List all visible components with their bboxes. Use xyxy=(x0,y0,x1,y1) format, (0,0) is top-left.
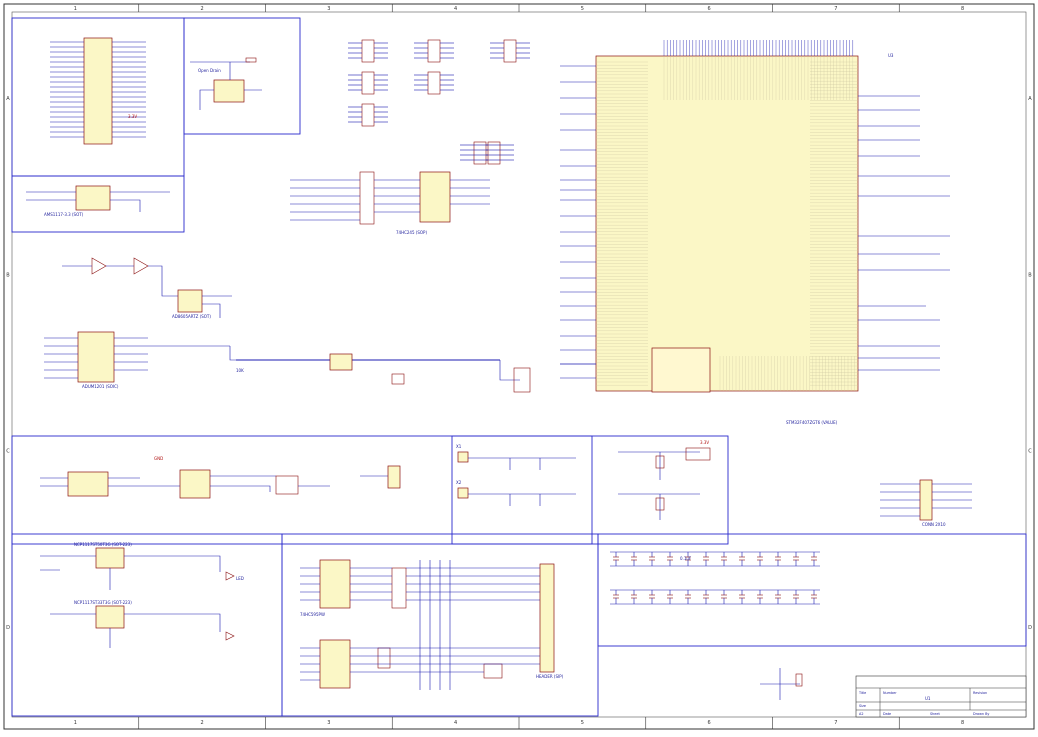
zone-bottom-5: 5 xyxy=(581,720,584,726)
zone-right-C: C xyxy=(1028,449,1032,455)
top-left-ic xyxy=(50,37,146,145)
zone-top-4: 4 xyxy=(454,6,457,12)
section-boxes xyxy=(11,17,1027,717)
mcu-designator: U3 xyxy=(888,53,894,58)
zone-top-7: 7 xyxy=(834,6,837,12)
ldo-section: NCP1117ST50T3G (SOT-223) NCP1117ST33T3G … xyxy=(40,542,244,648)
header-label: HEADER (SIP) xyxy=(536,674,564,679)
crystal-2-label: X2 xyxy=(456,480,462,485)
reset-block xyxy=(760,668,803,700)
shift-register-section: 74HC595PW HEADER (SIP) xyxy=(300,559,564,690)
right-connector: CONN 2X10 xyxy=(880,479,972,527)
zone-left-D: D xyxy=(6,625,10,631)
zone-left-B: B xyxy=(6,272,10,278)
gnd-label-1: GND xyxy=(154,456,163,461)
ldo-2-label: NCP1117ST33T3G (SOT-223) xyxy=(74,600,132,605)
ldo-1-label: NCP1117ST50T3G (SOT-223) xyxy=(74,542,132,547)
revision-label: Revision xyxy=(973,691,987,695)
zone-bottom-7: 7 xyxy=(834,720,837,726)
vcc-label-1: 3.3V xyxy=(128,114,137,119)
zone-bottom-1: 1 xyxy=(74,720,77,726)
connector-label: CONN 2X10 xyxy=(922,522,946,527)
oscillator-label: Open Drain xyxy=(198,68,221,73)
oscillator-block: Open Drain xyxy=(190,57,262,110)
size-label: Size xyxy=(859,704,866,708)
zone-markers-top: 1 1 2 2 3 3 4 4 5 5 6 6 7 7 8 8 xyxy=(74,4,964,729)
zone-bottom-8: 8 xyxy=(961,720,964,726)
decoupling-capacitors xyxy=(610,551,820,605)
title-label: Title xyxy=(858,691,866,695)
zone-top-8: 8 xyxy=(961,6,964,12)
power-filter-block xyxy=(618,447,711,520)
mcu-bus-wires xyxy=(560,65,950,379)
crystal-1-label: X1 xyxy=(456,444,462,449)
isolator-block xyxy=(40,465,401,499)
net-labels: 3.3V 3.3V GND 0.1uF 10K xyxy=(128,114,709,561)
res-value-label: 10K xyxy=(236,368,244,373)
zone-top-2: 2 xyxy=(201,6,204,12)
regulator-label: AMS1117-3.3 (SOT) xyxy=(44,212,84,217)
title-block: Title Number Revision U1 Size A2 Date Sh… xyxy=(855,675,1027,718)
zone-top-1: 1 xyxy=(74,6,77,12)
zone-top-6: 6 xyxy=(708,6,711,12)
mcu-part-label: STM32F407ZGT6 (VALUE) xyxy=(786,420,838,425)
vcc-label-2: 3.3V xyxy=(700,440,709,445)
zone-right-D: D xyxy=(1028,625,1032,631)
zone-top-5: 5 xyxy=(581,6,584,12)
opamp-section: AD8605ARTZ (SOT) xyxy=(62,257,232,319)
zone-right-B: B xyxy=(1028,272,1032,278)
zone-markers-side: A A B B C C D D xyxy=(6,96,1032,631)
led-label: LED xyxy=(236,576,244,581)
date-label: Date xyxy=(883,712,891,716)
zone-bottom-4: 4 xyxy=(454,720,457,726)
zone-top-3: 3 xyxy=(327,6,330,12)
crystal-section: X1 X2 xyxy=(456,444,576,506)
small-ic-left: AMS1117-3.3 (SOT) xyxy=(26,185,170,217)
shift-reg-label: 74HC595PW xyxy=(300,612,325,617)
zone-right-A: A xyxy=(1028,96,1032,102)
buffer-label: 74HC245 (SOP) xyxy=(396,230,427,235)
number-label: Number xyxy=(883,691,897,695)
buffer-chip: 74HC245 (SOP) xyxy=(290,171,490,235)
resistor-arrays xyxy=(348,39,530,165)
drawn-label: Drawn By xyxy=(973,712,989,716)
cap-value-label: 0.1uF xyxy=(680,556,692,561)
driver-chip: ADUM1201 (SOIC) xyxy=(44,331,328,389)
signal-line xyxy=(236,353,596,393)
zone-left-C: C xyxy=(6,449,10,455)
size-value: A2 xyxy=(859,712,863,716)
sheet-label: Sheet xyxy=(930,712,940,716)
mcu-block: U3 STM32F407ZGT6 (VALUE) xyxy=(595,40,894,425)
zone-left-A: A xyxy=(6,96,10,102)
driver-label: ADUM1201 (SOIC) xyxy=(82,384,119,389)
zone-bottom-2: 2 xyxy=(201,720,204,726)
title-value: U1 xyxy=(925,696,931,701)
zone-bottom-6: 6 xyxy=(708,720,711,726)
zone-bottom-3: 3 xyxy=(327,720,330,726)
opamp-label: AD8605ARTZ (SOT) xyxy=(172,314,211,319)
